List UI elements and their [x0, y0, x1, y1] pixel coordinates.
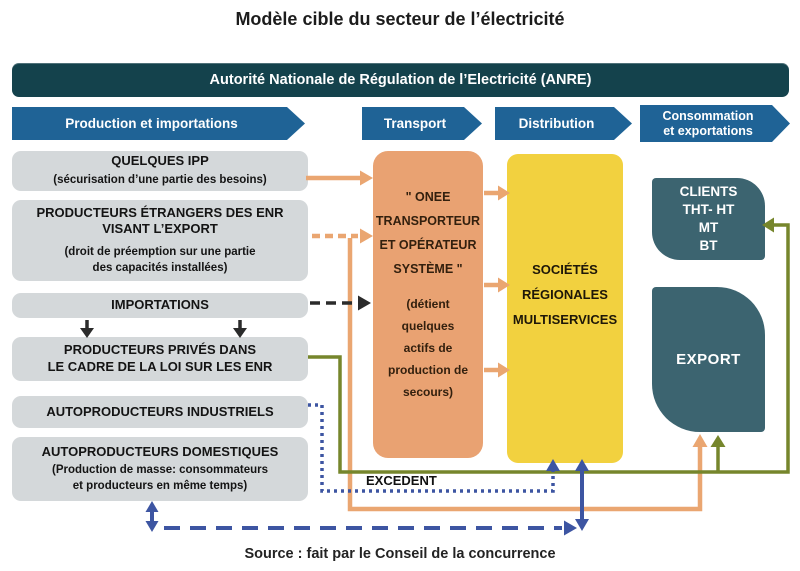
arrow-domestiques-double [145, 501, 159, 532]
stage-header-label: Distribution [518, 116, 595, 131]
onee-name: " ONEE TRANSPORTEUR ET OPÉRATEUR SYSTÈME… [375, 190, 481, 276]
regulator-bar: Autorité Nationale de Régulation de l’El… [12, 63, 789, 97]
onee-note: (détient quelques actifs de production d… [388, 297, 468, 399]
arrow-importations-down-right [233, 320, 247, 338]
source-caption: Source : fait par le Conseil de la concu… [244, 546, 556, 562]
box-subtitle: (droit de préemption sur une partie des … [64, 246, 256, 274]
box-title: QUELQUES IPP [111, 153, 209, 169]
box-subtitle: (Production de masse: consommateurs et p… [52, 464, 268, 492]
stage-header-label: Consommation et exportations [662, 108, 754, 138]
box-export: EXPORT [652, 287, 765, 432]
srm-name: SOCIÉTÉS RÉGIONALES MULTISERVICES [512, 262, 618, 327]
box-autoproducteurs-industriels: AUTOPRODUCTEURS INDUSTRIELS [12, 396, 308, 428]
box-quelques-ipp: QUELQUES IPP (sécurisation d’une partie … [12, 151, 308, 191]
export-label: EXPORT [676, 351, 741, 368]
arrow-domestiques-feedback [164, 520, 577, 536]
box-title: PRODUCTEURS ÉTRANGERS DES ENR VISANT L’E… [36, 204, 284, 237]
arrow-importations-to-onee [310, 295, 371, 311]
box-producteurs-prives-enr: PRODUCTEURS PRIVÉS DANS LE CADRE DE LA L… [12, 337, 308, 381]
arrow-domestiques-to-srm [575, 459, 589, 531]
box-clients: CLIENTS THT- HT MT BT [652, 178, 765, 260]
arrow-ipp-to-onee [306, 170, 373, 186]
box-importations: IMPORTATIONS [12, 293, 308, 318]
regulator-bar-label: Autorité Nationale de Régulation de l’El… [209, 72, 592, 88]
stage-header-transport: Transport [362, 107, 482, 140]
stage-header-consommation: Consommation et exportations [640, 105, 790, 142]
box-societes-regionales: SOCIÉTÉS RÉGIONALES MULTISERVICES [507, 154, 623, 463]
arrow-importations-down-left [80, 320, 94, 338]
excedent-label: EXCEDENT [366, 473, 437, 488]
box-producteurs-etrangers-enr: PRODUCTEURS ÉTRANGERS DES ENR VISANT L’E… [12, 200, 308, 281]
box-title: IMPORTATIONS [111, 297, 209, 313]
clients-label: CLIENTS THT- HT MT BT [679, 184, 738, 253]
box-onee-transporteur: " ONEE TRANSPORTEUR ET OPÉRATEUR SYSTÈME… [373, 151, 483, 458]
box-title: AUTOPRODUCTEURS INDUSTRIELS [46, 403, 274, 419]
stage-header-label: Transport [383, 116, 447, 131]
arrow-enr-to-export [710, 435, 726, 472]
box-title: AUTOPRODUCTEURS DOMESTIQUES [41, 443, 279, 459]
box-title: PRODUCTEURS PRIVÉS DANS LE CADRE DE LA L… [47, 342, 273, 374]
stage-header-distribution: Distribution [495, 107, 632, 140]
stage-header-production: Production et importations [12, 107, 305, 140]
stage-header-label: Production et importations [65, 116, 238, 131]
box-subtitle: (sécurisation d’une partie des besoins) [53, 174, 267, 187]
diagram-title: Modèle cible du secteur de l’électricité [235, 9, 565, 29]
arrow-etrangers-to-onee [312, 228, 373, 244]
box-autoproducteurs-domestiques: AUTOPRODUCTEURS DOMESTIQUES (Production … [12, 437, 308, 501]
